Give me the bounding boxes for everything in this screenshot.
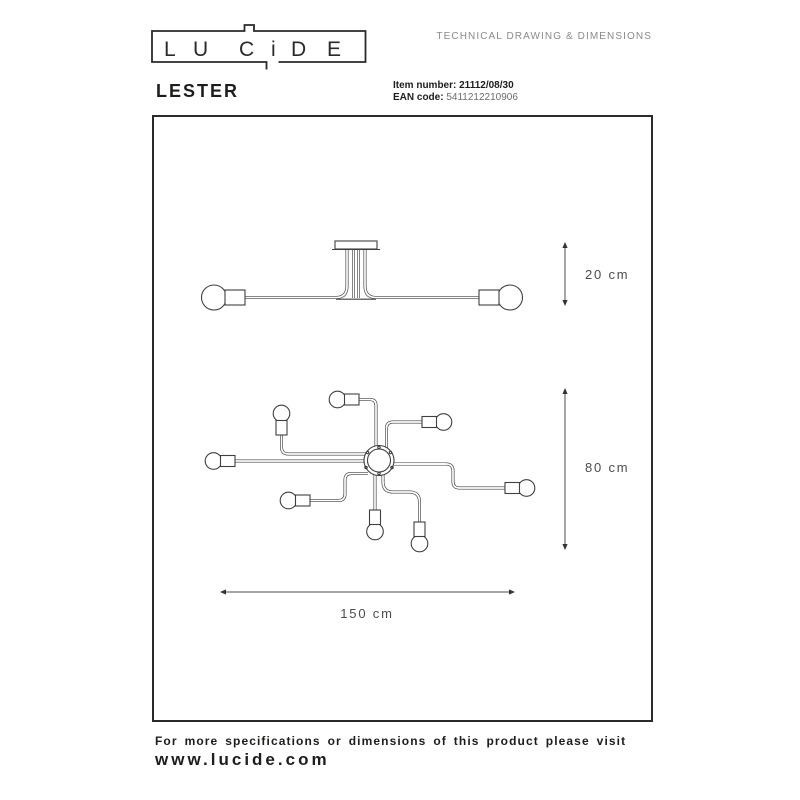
- top-bulb-4: [421, 413, 453, 431]
- ean-code-value: 5411212210906: [446, 91, 518, 103]
- top-bulb-7: [366, 509, 384, 541]
- website-url: www.lucide.com: [155, 750, 330, 769]
- top-bulb-3: [204, 452, 236, 470]
- ean-code-row: EAN code: 5411212210906: [393, 92, 518, 104]
- item-number-value: 21112/08/30: [459, 80, 514, 91]
- item-number-row: Item number: 21112/08/30: [393, 80, 518, 92]
- logo-letter: E: [327, 38, 341, 61]
- top-bulb-5: [504, 479, 536, 497]
- top-bulb-8: [410, 521, 429, 553]
- side-view: [200, 240, 524, 311]
- side-bulb-left: [200, 284, 246, 311]
- product-meta: Item number: 21112/08/30 EAN code: 54112…: [393, 80, 518, 103]
- dimension-height: 20 cm: [562, 242, 629, 306]
- ceiling-canopy: [334, 240, 378, 250]
- ean-code-label: EAN code:: [393, 91, 444, 103]
- logo-letter: C: [239, 38, 254, 61]
- top-bulb-6: [279, 491, 311, 510]
- dimension-width: 80 cm: [562, 388, 629, 550]
- product-name: LESTER: [156, 81, 240, 101]
- logo-letter: D: [291, 38, 306, 61]
- dimension-width-label: 80 cm: [585, 460, 629, 475]
- top-bulb-2: [272, 404, 291, 436]
- central-hub: [363, 444, 395, 477]
- document-type-label: TECHNICAL DRAWING & DIMENSIONS: [436, 31, 652, 42]
- dimension-height-label: 20 cm: [585, 267, 629, 282]
- dimension-length-label: 150 cm: [340, 606, 393, 621]
- drawing-frame: 20 cm: [152, 115, 653, 722]
- lucide-logo: L U C i D E: [151, 24, 367, 70]
- top-bulb-1: [328, 390, 360, 409]
- side-bulb-right: [478, 284, 524, 311]
- footer-note: For more specifications or dimensions of…: [155, 734, 627, 748]
- dimension-length: 150 cm: [220, 589, 515, 621]
- logo-letter: i: [271, 38, 276, 61]
- item-number-label: Item number:: [393, 80, 457, 91]
- logo-letter: U: [193, 38, 208, 61]
- top-view: [204, 390, 536, 553]
- technical-drawing-canvas: 20 cm: [200, 240, 629, 621]
- logo-box-outline: [151, 24, 367, 70]
- logo-letter: L: [164, 38, 176, 61]
